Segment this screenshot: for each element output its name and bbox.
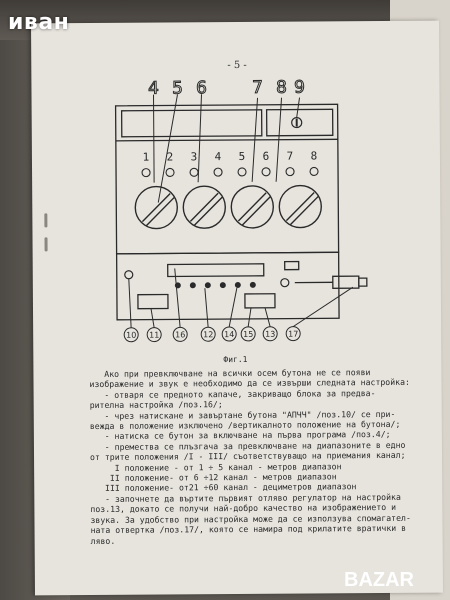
svg-text:17: 17 <box>288 330 298 339</box>
program-number-7: 7 <box>287 150 294 163</box>
callout-label-4: 4 <box>148 79 159 99</box>
watermark-text: иван <box>8 10 70 35</box>
screwdriver-icon <box>294 275 368 289</box>
program-number-3: 3 <box>191 150 198 163</box>
channel-indicator-strip <box>167 263 265 278</box>
svg-text:13: 13 <box>265 330 275 339</box>
tuning-knob <box>134 185 178 230</box>
program-button-4 <box>213 167 223 177</box>
marketplace-logo: BAZAR <box>344 569 415 591</box>
program-button-6 <box>261 167 271 177</box>
callout-label-9: 9 <box>294 78 305 98</box>
tuning-knob <box>278 184 322 229</box>
lower-panel-frame <box>115 251 340 321</box>
program-button-7 <box>285 167 295 177</box>
program-number-8: 8 <box>311 149 318 162</box>
program-number-4: 4 <box>215 150 222 163</box>
callout-label-8: 8 <box>276 78 287 98</box>
callout-label-13: 13 <box>262 326 278 342</box>
callout-label-5: 5 <box>172 78 183 98</box>
svg-text:15: 15 <box>243 330 253 339</box>
program-button-5 <box>237 167 247 177</box>
indicator-window <box>120 109 263 138</box>
callout-label-15: 15 <box>240 326 256 342</box>
program-button-8 <box>309 166 319 177</box>
program-number-5: 5 <box>239 150 246 163</box>
svg-text:BAZAR: BAZAR <box>344 569 415 591</box>
svg-text:16: 16 <box>175 330 185 339</box>
svg-text:10: 10 <box>126 331 136 340</box>
callout-label-6: 6 <box>196 78 207 98</box>
power-window <box>265 108 334 137</box>
svg-text:11: 11 <box>149 331 159 340</box>
callout-label-11: 11 <box>146 327 162 343</box>
body-text: Ако при превключване на всички осем буто… <box>89 367 420 546</box>
callout-label-14: 14 <box>221 326 237 342</box>
program-number-2: 2 <box>167 150 174 163</box>
callout-label-12: 12 <box>200 326 216 342</box>
figure-caption: Фиг.1 <box>223 354 248 365</box>
slider-right <box>244 293 276 309</box>
tuning-knob <box>230 185 274 229</box>
side-socket <box>284 260 300 271</box>
tuning-knob <box>182 185 226 229</box>
control-panel-frame <box>114 103 340 255</box>
program-button-2 <box>165 167 175 178</box>
callout-label-16: 16 <box>172 326 188 342</box>
callout-label-7: 7 <box>252 78 263 98</box>
program-button-1 <box>141 168 151 178</box>
slider-left <box>137 293 169 310</box>
svg-text:12: 12 <box>203 330 213 339</box>
callout-label-17: 17 <box>285 326 301 342</box>
program-number-6: 6 <box>263 150 270 163</box>
svg-text:14: 14 <box>224 330 234 339</box>
callout-label-10: 10 <box>123 327 139 343</box>
program-button-3 <box>189 167 199 177</box>
program-number-1: 1 <box>143 151 150 164</box>
